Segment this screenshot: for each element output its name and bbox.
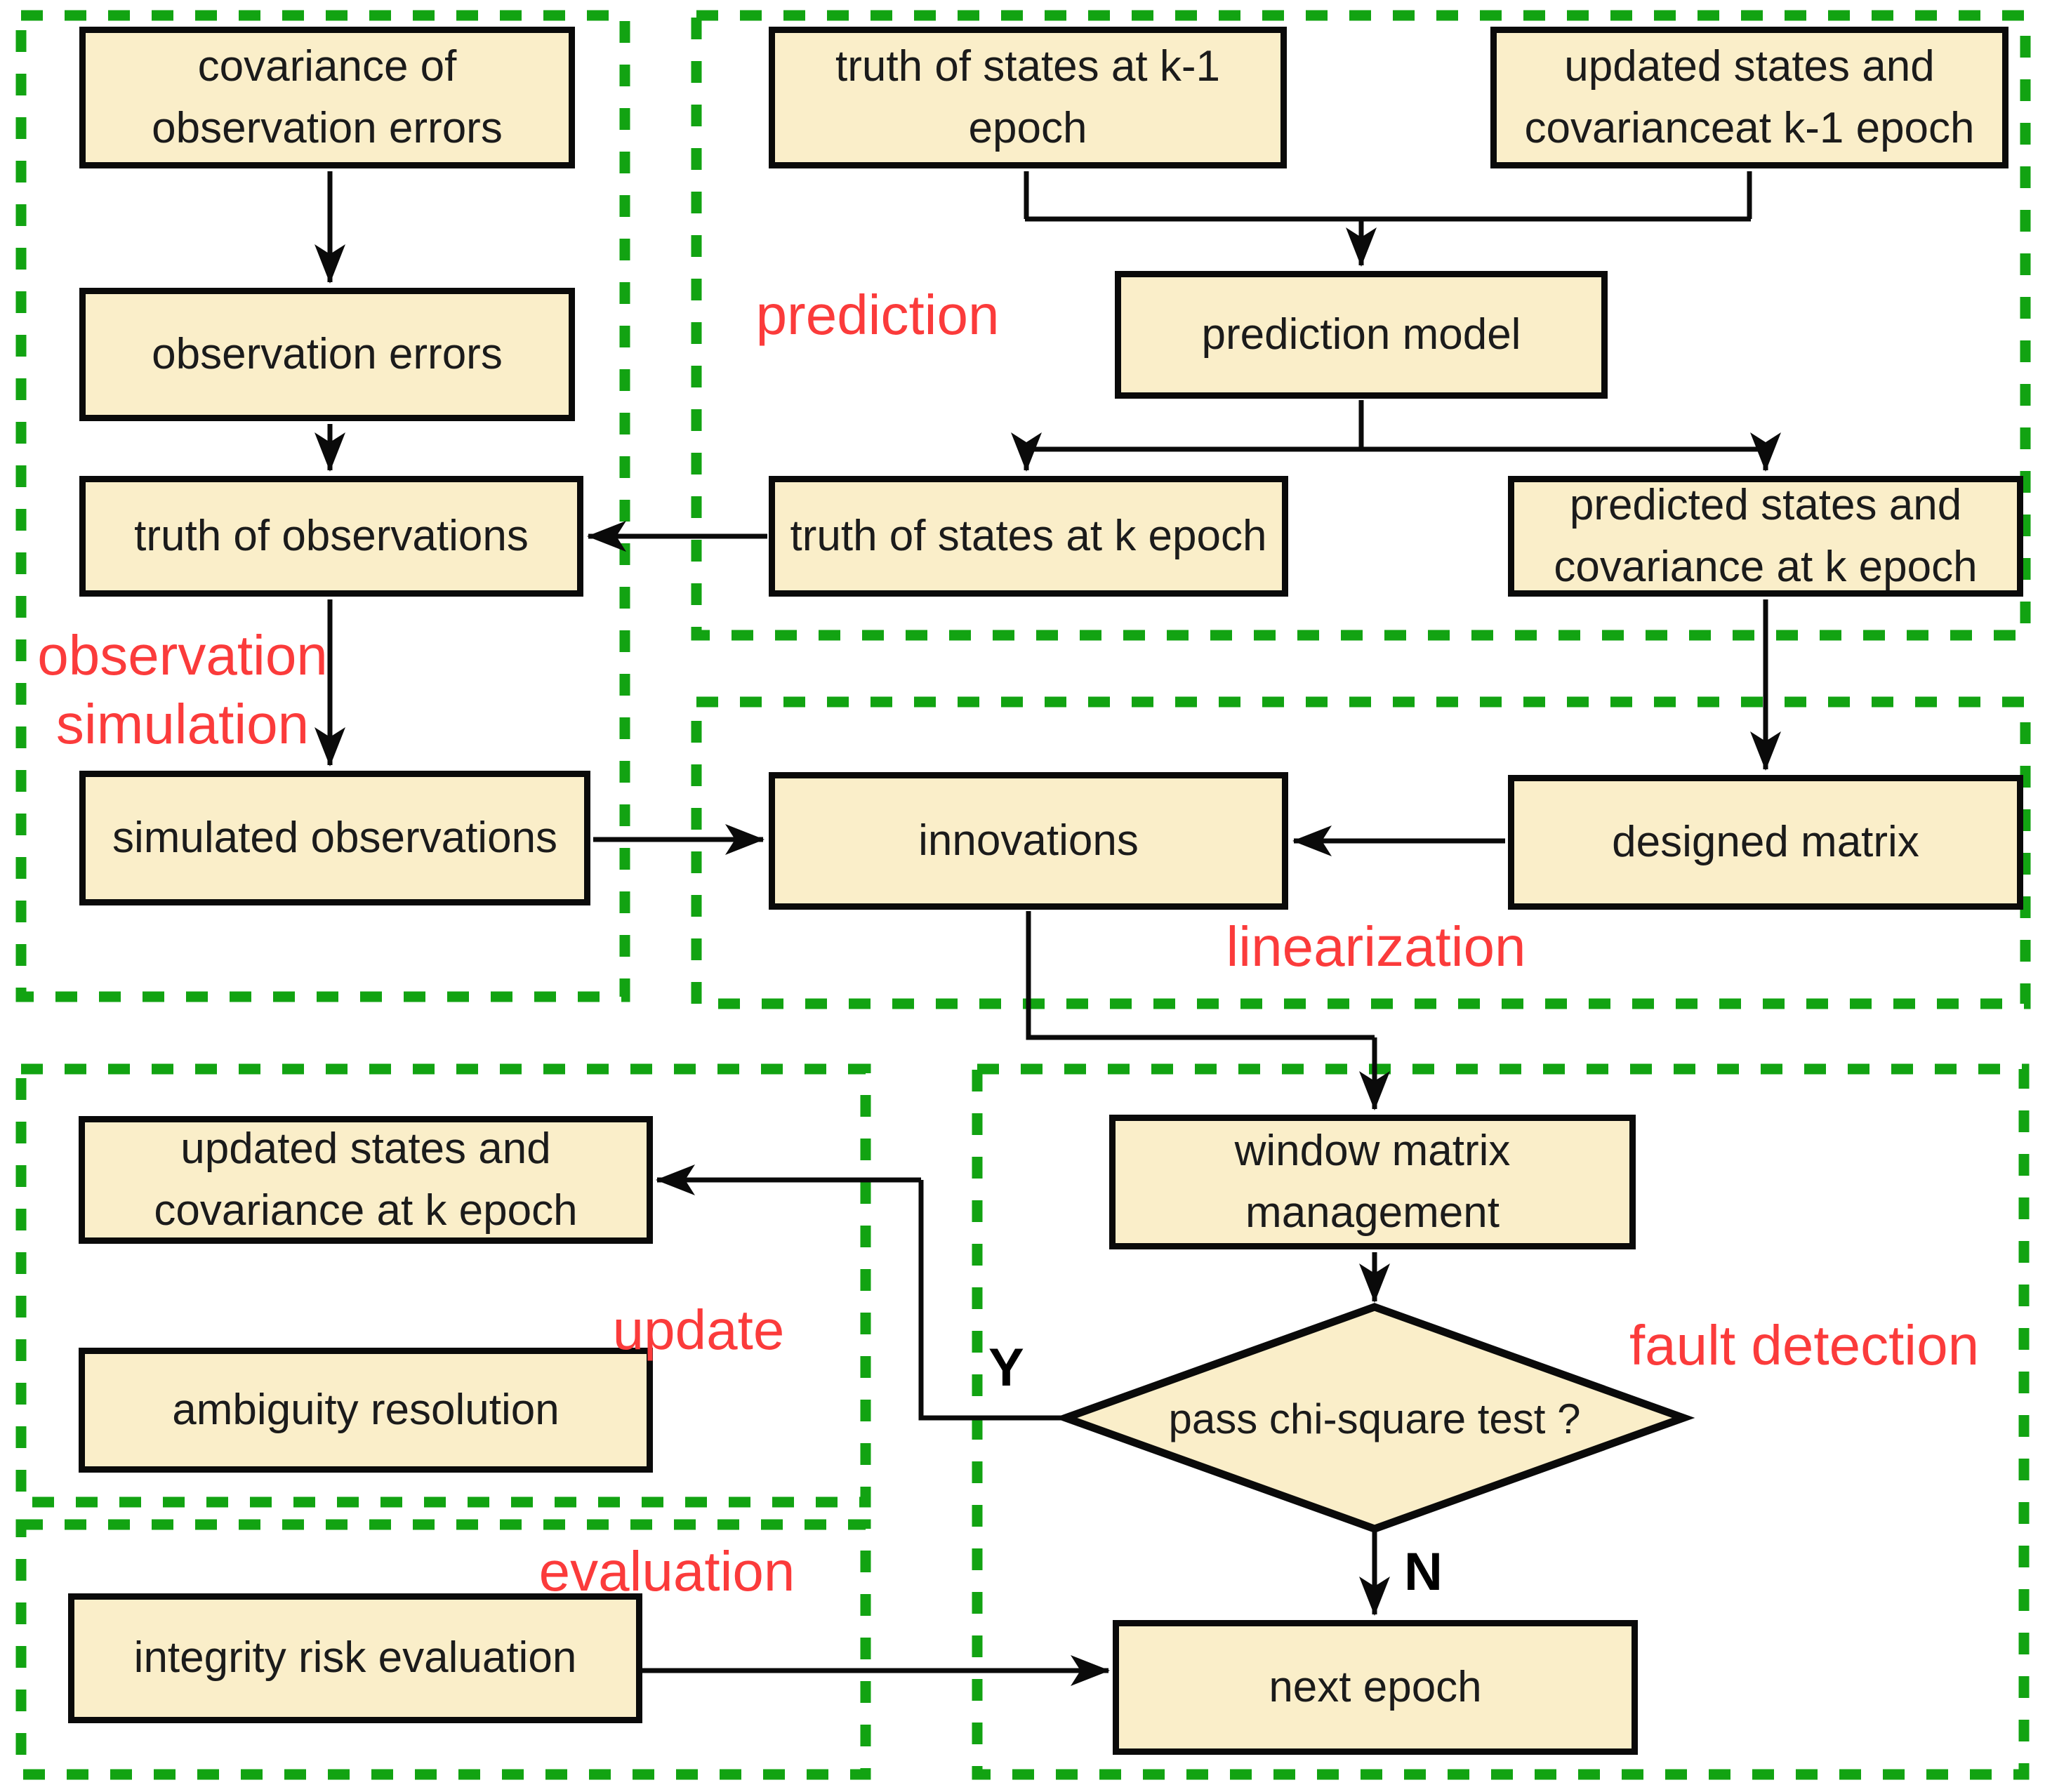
node-predicted-states-covariance-k-epoch: predicted states and covariance at k epo… — [1508, 476, 2023, 597]
flow-connectors — [315, 171, 1781, 1686]
branch-label-no: N — [1404, 1542, 1443, 1602]
section-border-linearization — [691, 696, 2031, 1009]
branch-label-yes: Y — [988, 1338, 1024, 1398]
section-border-observation-simulation — [15, 10, 630, 1002]
section-label-update: update — [612, 1299, 785, 1361]
node-integrity-risk-evaluation: integrity risk evaluation — [68, 1593, 642, 1723]
decision-label-chi-square: pass chi-square test ? — [1168, 1395, 1581, 1442]
node-updated-states-covariance-k-epoch: updated states and covariance at k epoch — [79, 1116, 653, 1244]
section-label-prediction: prediction — [755, 284, 1000, 346]
node-next-epoch: next epoch — [1113, 1620, 1638, 1755]
node-prediction-model: prediction model — [1115, 271, 1608, 399]
node-window-matrix-management: window matrix management — [1109, 1115, 1636, 1249]
node-designed-matrix: designed matrix — [1508, 775, 2023, 910]
section-label-evaluation: evaluation — [538, 1540, 795, 1602]
section-label-observation-simulation: observation simulation — [37, 624, 328, 755]
section-label-fault-detection: fault detection — [1629, 1314, 1980, 1376]
decision-diamond-chi-square — [1054, 1303, 1695, 1533]
node-ambiguity-resolution: ambiguity resolution — [79, 1348, 653, 1473]
line-yes-branch-jog — [918, 1180, 1064, 1421]
section-border-fault-detection — [972, 1063, 2030, 1780]
section-label-linearization: linearization — [1226, 915, 1526, 978]
section-border-prediction — [691, 10, 2031, 641]
node-observation-errors: observation errors — [79, 288, 575, 421]
node-simulated-observations: simulated observations — [79, 771, 590, 905]
node-covariance-of-observation-errors: covariance of observation errors — [79, 27, 575, 168]
section-borders — [15, 10, 2031, 1780]
node-truth-of-states-k-epoch: truth of states at k epoch — [769, 476, 1288, 597]
node-innovations: innovations — [769, 772, 1288, 910]
node-truth-of-states-k-1-epoch: truth of states at k-1 epoch — [769, 27, 1287, 168]
node-truth-of-observations: truth of observations — [79, 476, 583, 597]
line-innovations-jog — [1026, 911, 1375, 1040]
section-border-evaluation — [15, 1519, 871, 1780]
node-updated-states-covariance-k-1-epoch: updated states and covarianceat k-1 epoc… — [1490, 27, 2008, 168]
section-border-update — [15, 1063, 871, 1508]
